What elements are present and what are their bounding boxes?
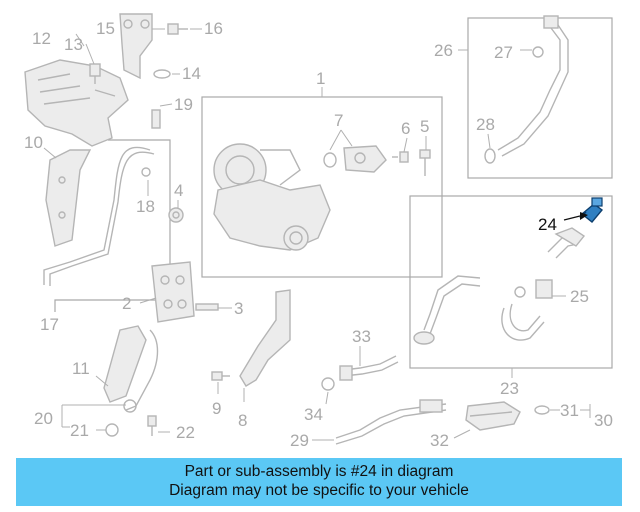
- washer-21-part: [105, 423, 119, 437]
- callout-10: 10: [24, 133, 43, 152]
- callout-26: 26: [434, 41, 453, 60]
- callout-7: 7: [334, 111, 343, 130]
- callout-1: 1: [316, 69, 325, 88]
- gasket-34-part: [321, 377, 335, 391]
- callout-33: 33: [352, 327, 371, 346]
- callout-5: 5: [420, 117, 429, 136]
- bolt-6-part: [392, 151, 409, 163]
- bolt-13-part: [89, 63, 101, 84]
- stud-19-part: [151, 109, 161, 129]
- gasket-15-part: [119, 13, 153, 80]
- callout-30: 30: [594, 411, 613, 430]
- bolt-9-part: [211, 371, 230, 381]
- callout-9: 9: [212, 399, 221, 418]
- fitting-24-highlighted-part: [579, 197, 604, 223]
- pipe-33-part: [339, 355, 399, 381]
- callout-34: 34: [304, 405, 323, 424]
- callout-12: 12: [32, 29, 51, 48]
- bolt-5-part: [419, 149, 431, 176]
- heat-shield-part: [24, 59, 129, 147]
- leader-line-24: [563, 215, 581, 221]
- callout-21: 21: [70, 421, 89, 440]
- actuator-7-part: [323, 145, 387, 173]
- bracket-8-part: [239, 289, 291, 387]
- callout-3: 3: [234, 299, 243, 318]
- callout-17: 17: [40, 315, 59, 334]
- callout-14: 14: [182, 64, 201, 83]
- bolt-16-part: [167, 23, 188, 35]
- callout-13: 13: [64, 35, 83, 54]
- callout-25: 25: [570, 287, 589, 306]
- gasket-14-part: [153, 69, 171, 79]
- callout-6: 6: [401, 119, 410, 138]
- gasket-31-part: [534, 405, 550, 415]
- connector-25-part: [514, 279, 553, 299]
- callout-27: 27: [494, 43, 513, 62]
- bracket-10-part: [45, 149, 92, 247]
- pipe-32-part: [465, 401, 521, 431]
- callout-20: 20: [34, 409, 53, 428]
- callout-4: 4: [174, 181, 183, 200]
- leader-lines: [43, 28, 591, 441]
- callout-22: 22: [176, 423, 195, 442]
- coolant-pipe-group-frame: [467, 17, 613, 179]
- pipe-29-part: [335, 399, 447, 445]
- gasket-27-part: [532, 46, 544, 58]
- callout-32: 32: [430, 431, 449, 450]
- callout-11: 11: [72, 359, 90, 378]
- hose-group-frame: [409, 195, 613, 369]
- stud-3-part: [195, 303, 219, 311]
- callout-2: 2: [122, 294, 131, 313]
- callout-16: 16: [204, 19, 223, 38]
- coolant-pipe-26-part: [497, 15, 569, 157]
- callout-31: 31: [560, 401, 579, 420]
- parts-diagram: 1 7 6 5 12 13 15 16 14 19 10 18 4 17 2 3…: [24, 13, 613, 450]
- leader-arrow-24: [580, 212, 588, 220]
- gasket-28-part: [484, 148, 496, 164]
- bolt-22-part: [147, 415, 157, 436]
- hose-group-23-part: [413, 227, 586, 345]
- banner-part-line: Part or sub-assembly is #24 in diagram: [184, 463, 454, 480]
- callout-24-highlighted: 24: [538, 215, 557, 234]
- washer-4-part: [168, 207, 184, 223]
- callout-29: 29: [290, 431, 309, 450]
- gasket-2-part: [151, 261, 195, 323]
- callout-15: 15: [96, 19, 115, 38]
- turbocharger-part: [213, 143, 331, 251]
- info-banner: Part or sub-assembly is #24 in diagram D…: [16, 458, 622, 506]
- callout-23: 23: [500, 379, 519, 398]
- bracket-11-part: [103, 325, 159, 413]
- callout-18: 18: [136, 197, 155, 216]
- callout-8: 8: [238, 411, 247, 430]
- oil-line-17-part: [43, 146, 155, 286]
- callout-19: 19: [174, 95, 193, 114]
- banner-disclaimer-line: Diagram may not be specific to your vehi…: [169, 482, 469, 499]
- callout-28: 28: [476, 115, 495, 134]
